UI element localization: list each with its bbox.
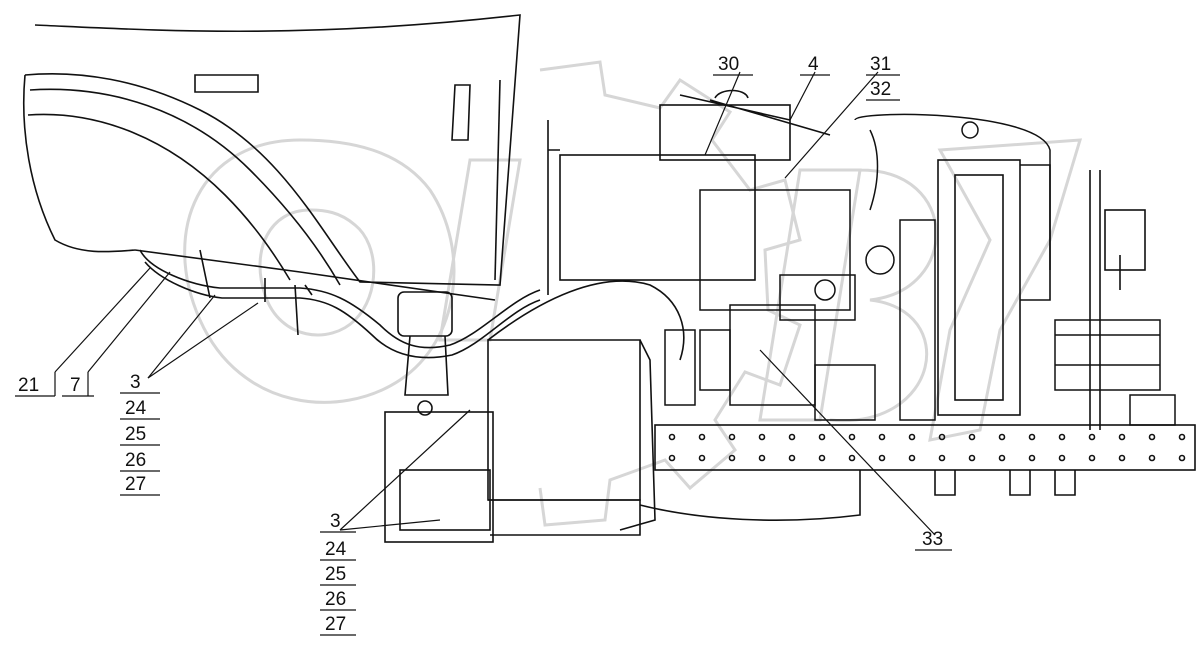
rail-hole [1088, 433, 1096, 441]
rail-hole [908, 433, 916, 441]
rail-hole [1088, 454, 1096, 462]
callout-stack-bottom: 3 24 25 26 27 [320, 511, 356, 636]
leader-33 [759, 349, 936, 536]
hose-line [139, 249, 541, 416]
rail-hole [938, 454, 946, 462]
svg-text:21: 21 [18, 375, 39, 396]
engine-compartment [384, 89, 861, 543]
rail-hole [938, 433, 946, 441]
rail-hole [728, 454, 736, 462]
watermark-letter-b [758, 168, 938, 423]
rail-hole [1148, 433, 1156, 441]
rail-hole [728, 433, 736, 441]
leader-7 [87, 271, 171, 373]
frame-rail [654, 424, 1196, 496]
radiator [937, 159, 1146, 430]
svg-text:32: 32 [870, 79, 891, 100]
rail-hole [668, 454, 676, 462]
rail-hole [878, 454, 886, 462]
rail-hole [788, 433, 796, 441]
svg-text:3: 3 [330, 511, 341, 532]
rail-hole [1028, 433, 1036, 441]
rail-hole [758, 454, 766, 462]
svg-text:26: 26 [125, 450, 146, 471]
leader-30 [704, 71, 741, 156]
watermark [183, 60, 1083, 527]
leader-lines [54, 71, 936, 536]
watermark-letter-o [183, 138, 456, 404]
callout-stack-left: 3 24 25 26 27 [120, 372, 160, 496]
leader-3a [147, 294, 216, 379]
rail-hole [1118, 454, 1126, 462]
rail-hole [698, 454, 706, 462]
rail-hole [1028, 454, 1036, 462]
leader-3a-b [147, 302, 259, 379]
svg-text:27: 27 [325, 614, 346, 635]
svg-text:3: 3 [130, 372, 141, 393]
rail-hole [1058, 454, 1066, 462]
callout-33: 33 [915, 529, 952, 551]
rail-hole [818, 433, 826, 441]
leader-21 [54, 267, 151, 373]
battery [1054, 319, 1176, 426]
callout-7: 7 [62, 372, 94, 397]
svg-text:24: 24 [325, 539, 347, 560]
watermark-letter-i [928, 138, 1083, 442]
callout-4: 4 [800, 54, 830, 76]
callout-labels: 21 7 3 24 25 26 27 30 4 [15, 54, 952, 636]
rail-hole [998, 433, 1006, 441]
svg-text:25: 25 [325, 564, 346, 585]
rail-hole [818, 454, 826, 462]
rail-hole [788, 454, 796, 462]
callout-30: 30 [713, 54, 753, 76]
rail-hole [758, 433, 766, 441]
frame-rail-holes [668, 433, 1186, 462]
rail-hole [998, 454, 1006, 462]
svg-text:31: 31 [870, 54, 891, 75]
svg-text:7: 7 [70, 375, 81, 396]
rail-hole [668, 433, 676, 441]
rail-hole [1148, 454, 1156, 462]
cab-fender [22, 14, 521, 301]
callout-31-32: 31 32 [866, 54, 900, 101]
rail-hole [1178, 433, 1186, 441]
svg-text:4: 4 [808, 54, 819, 75]
rail-hole [848, 433, 856, 441]
svg-text:26: 26 [325, 589, 346, 610]
rail-hole [1058, 433, 1066, 441]
rail-hole [968, 433, 976, 441]
rail-hole [1118, 433, 1126, 441]
rail-hole [1178, 454, 1186, 462]
rail-hole [848, 454, 856, 462]
leader-4 [789, 71, 816, 121]
leader-31 [784, 71, 879, 179]
svg-text:24: 24 [125, 398, 147, 419]
svg-text:25: 25 [125, 424, 146, 445]
svg-text:33: 33 [922, 529, 943, 550]
svg-text:27: 27 [125, 474, 146, 495]
leader-3b-b [339, 519, 441, 531]
engine-block [664, 113, 1051, 421]
rail-hole [698, 433, 706, 441]
callout-21: 21 [15, 372, 56, 397]
rail-hole [908, 454, 916, 462]
svg-text:30: 30 [718, 54, 739, 75]
rail-hole [878, 433, 886, 441]
rail-hole [968, 454, 976, 462]
leader-3b [339, 409, 471, 531]
